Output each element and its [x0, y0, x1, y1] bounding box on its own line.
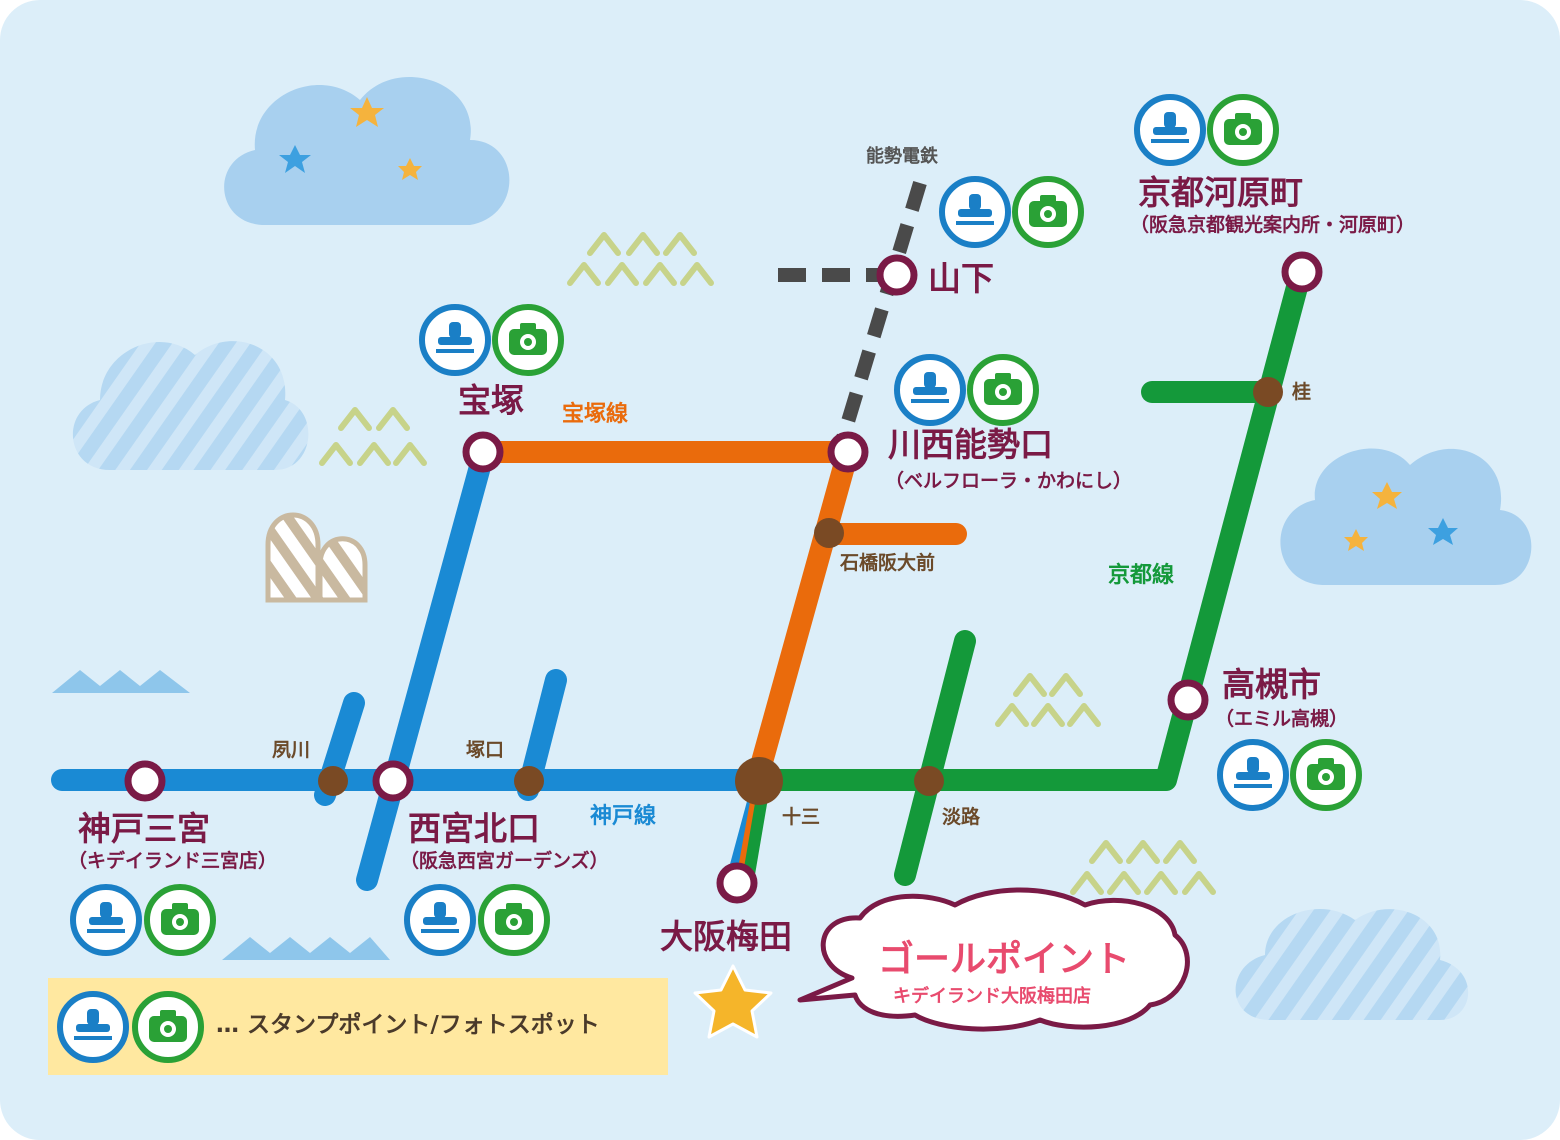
stamp-icon [897, 357, 963, 423]
minor-station-juso: 十三 [782, 806, 821, 828]
station-name-nishinomiya-kitaguchi: 西宮北口 [408, 809, 540, 848]
minor-station-awaji: 淡路 [942, 806, 981, 828]
stamp-icon [422, 307, 488, 373]
line-label-nose-railway: 能勢電鉄 [866, 146, 938, 167]
station-name-yamashita: 山下 [928, 259, 994, 298]
line-label-kyoto: 京都線 [1108, 563, 1175, 588]
station-marker-takarazuka[interactable] [462, 431, 504, 473]
transfer-dot-juso [735, 757, 783, 805]
camera-icon [1015, 179, 1081, 245]
station-name-kobe-sannomiya: 神戸三宮 [78, 809, 210, 848]
stamp-icon [942, 179, 1008, 245]
station-sub-kawanishi-noseguchi: （ベルフローラ・かわにし） [885, 470, 1133, 492]
transfer-dot-tsukaguchi [514, 766, 544, 796]
minor-station-tsukaguchi: 塚口 [466, 739, 505, 761]
goal-subtitle: キデイランド大阪梅田店 [893, 986, 1091, 1007]
station-marker-kobe-sannomiya[interactable] [124, 760, 166, 802]
station-marker-nishinomiya-kitaguchi[interactable] [372, 760, 414, 802]
line-label-kobe: 神戸線 [590, 804, 657, 829]
goal-star-icon [693, 964, 773, 1039]
station-sub-kobe-sannomiya: （キデイランド三宮店） [68, 850, 278, 872]
nose-railway-line [778, 180, 927, 451]
goal-speech-bubble [797, 887, 1190, 1032]
waves-left [52, 670, 190, 693]
cloud-with-stars-top-left [224, 76, 510, 225]
station-name-takarazuka: 宝塚 [458, 381, 524, 420]
line-label-takarazuka: 宝塚線 [562, 402, 629, 427]
station-name-osaka-umeda: 大阪梅田 [660, 917, 792, 956]
cloud-with-stars-right [1280, 448, 1532, 585]
station-marker-takatsuki-shi[interactable] [1167, 679, 1209, 721]
stamp-icon [1220, 742, 1286, 808]
camera-icon [970, 357, 1036, 423]
minor-station-ishibashi: 石橋阪大前 [840, 552, 936, 574]
legend-stamp-icon [60, 994, 126, 1060]
station-name-takatsuki-shi: 高槻市 [1222, 665, 1321, 704]
goal-title: ゴールポイント [878, 939, 1131, 980]
transfer-dot-shukugawa [318, 766, 348, 796]
cloud-striped-left [72, 341, 309, 470]
camera-icon [147, 887, 213, 953]
station-marker-kyoto-kawaramachi[interactable] [1281, 251, 1323, 293]
stamp-icon [1137, 97, 1203, 163]
transfer-dot-awaji [914, 766, 944, 796]
stamp-icon [407, 887, 473, 953]
camera-icon [1293, 742, 1359, 808]
station-sub-takatsuki-shi: （エミル高槻） [1215, 708, 1349, 730]
transfer-dot-katsura [1253, 377, 1283, 407]
station-name-kyoto-kawaramachi: 京都河原町 [1138, 173, 1303, 212]
minor-station-shukugawa: 夙川 [272, 739, 311, 761]
station-marker-kawanishi-noseguchi[interactable] [827, 431, 869, 473]
camera-icon [481, 887, 547, 953]
building-icon [265, 512, 368, 603]
kyoto-line [742, 269, 1312, 886]
minor-station-katsura: 桂 [1292, 381, 1312, 403]
station-marker-osaka-umeda[interactable] [716, 862, 758, 904]
legend-camera-icon [135, 994, 201, 1060]
stamp-icon [73, 887, 139, 953]
station-sub-kyoto-kawaramachi: （阪急京都観光案内所・河原町） [1130, 214, 1416, 236]
camera-icon [1210, 97, 1276, 163]
cloud-striped-bottom-right [1235, 908, 1469, 1020]
waves-bottom [222, 937, 390, 960]
camera-icon [495, 307, 561, 373]
station-sub-nishinomiya-kitaguchi: （阪急西宮ガーデンズ） [400, 850, 609, 872]
transfer-dot-ishibashi [814, 518, 844, 548]
station-name-kawanishi-noseguchi: 川西能勢口 [888, 425, 1053, 464]
legend-text: … スタンプポイント/フォトスポット [216, 1012, 600, 1038]
station-marker-yamashita[interactable] [876, 254, 918, 296]
